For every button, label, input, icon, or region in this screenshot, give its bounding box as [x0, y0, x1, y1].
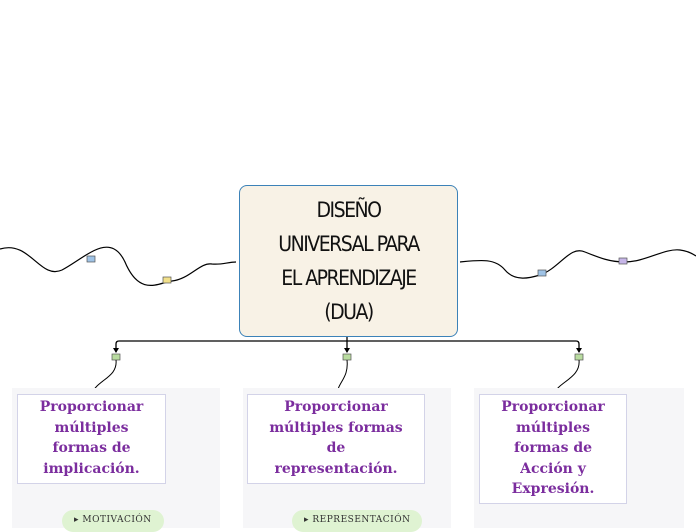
subtopic-line: representación.: [274, 460, 398, 477]
central-topic[interactable]: DISEÑO UNIVERSAL PARA EL APRENDIZAJE (DU…: [239, 185, 458, 337]
child-topic-label: REPRESENTACIÓN: [312, 515, 411, 525]
subtopic-representacion[interactable]: Proporcionar múltiples formas de represe…: [247, 394, 425, 484]
subtopic-line: Proporcionar: [39, 399, 144, 415]
branch-marker-icon[interactable]: [342, 353, 352, 361]
subtopic-line: Proporcionar: [501, 399, 605, 415]
subtopic-line: formas de: [513, 440, 593, 456]
arrow-icon: [344, 348, 350, 353]
bullet-icon: ▸: [74, 515, 80, 525]
subtopic-implicacion[interactable]: Proporcionar múltiples formas de implica…: [17, 394, 166, 484]
connector-canvas: [0, 246, 696, 395]
subtopic-line: Acción y: [520, 460, 586, 477]
branch-marker-icon[interactable]: [618, 257, 628, 265]
branch-marker-icon[interactable]: [537, 269, 547, 277]
arrow-icon: [113, 348, 119, 353]
subtopic-line: Proporcionar: [284, 399, 388, 415]
central-topic-text: DISEÑO UNIVERSAL PARA EL APRENDIZAJE (DU…: [278, 193, 420, 329]
right-wavy-branch: [459, 249, 696, 279]
subtopic-accion-expresion[interactable]: Proporcionar múltiples formas de Acción …: [479, 394, 627, 504]
bullet-icon: ▸: [304, 515, 310, 525]
branch-marker-icon[interactable]: [162, 276, 172, 284]
subtopic-line: múltiples: [54, 419, 129, 436]
child-topic-label: MOTIVACIÓN: [82, 515, 152, 525]
branch-marker-icon[interactable]: [111, 353, 121, 361]
branch-marker-icon[interactable]: [86, 255, 96, 263]
subtopic-line: Expresión.: [511, 481, 595, 497]
subtopic-line: formas de: [52, 440, 131, 456]
central-topic-line: DISEÑO: [316, 198, 382, 222]
central-topic-line: UNIVERSAL PARA: [278, 232, 420, 256]
central-topic-line: EL APRENDIZAJE: [281, 266, 417, 290]
branch-marker-icon[interactable]: [574, 353, 584, 361]
subtopic-line: de: [326, 440, 346, 456]
arrow-icon: [576, 348, 582, 353]
subtopic-line: implicación.: [43, 460, 140, 477]
left-wavy-branch: [0, 246, 237, 286]
child-topic-representacion[interactable]: ▸ REPRESENTACIÓN: [292, 510, 423, 532]
subtopic-line: múltiples: [516, 419, 590, 436]
central-topic-line: (DUA): [324, 300, 374, 324]
child-topic-motivacion[interactable]: ▸ MOTIVACIÓN: [62, 510, 164, 532]
subtopic-line: múltiples formas: [269, 419, 403, 436]
